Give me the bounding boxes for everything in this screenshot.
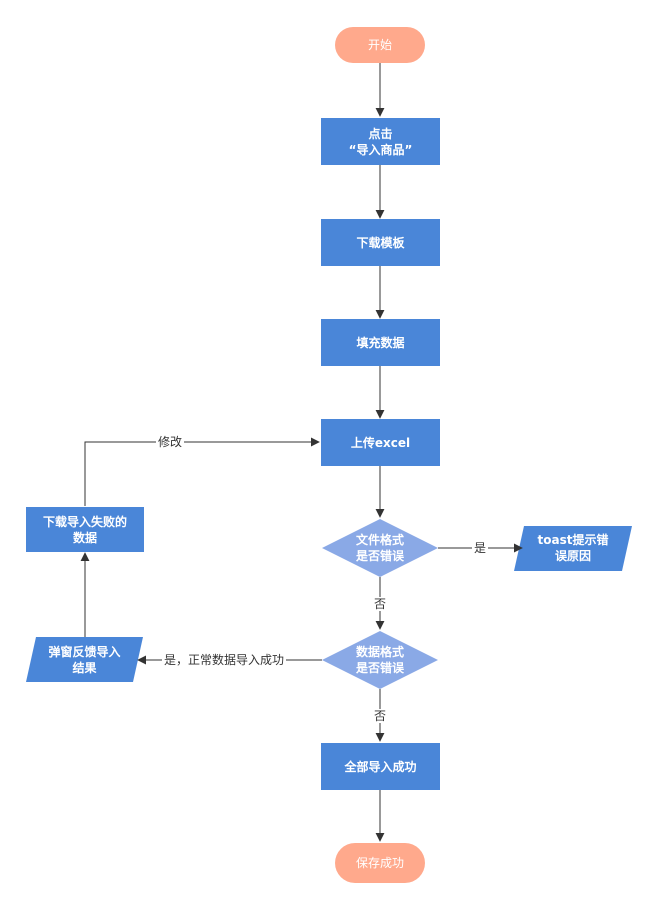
toast-error-shape xyxy=(514,526,632,571)
popup-feedback-shape xyxy=(26,637,143,682)
file-format-check-node: 文件格式 是否错误 xyxy=(322,530,438,566)
popup-feedback-node: 弹窗反馈导入 结果 xyxy=(26,640,143,680)
fill-data-node: 填充数据 xyxy=(321,319,440,366)
edge-label-yes-file: 是 xyxy=(472,541,489,555)
data-format-decision-shape xyxy=(322,631,438,689)
download-failed-label: 下载导入失败的 数据 xyxy=(42,514,127,545)
upload-excel-node: 上传excel xyxy=(321,419,440,466)
all-success-node: 全部导入成功 xyxy=(321,743,440,790)
save-success-node: 保存成功 xyxy=(335,843,425,883)
fill-data-label: 填充数据 xyxy=(356,335,405,350)
download-template-label: 下载模板 xyxy=(356,235,405,250)
start-node: 开始 xyxy=(335,27,425,63)
file-format-check-label: 文件格式 是否错误 xyxy=(355,533,404,563)
edge-label-yes-data: 是，正常数据导入成功 xyxy=(162,653,287,667)
all-success-label: 全部导入成功 xyxy=(344,759,417,774)
edge-label-no-data: 否 xyxy=(372,709,389,723)
click-import-label: 点击 “导入商品” xyxy=(348,126,413,157)
start-label: 开始 xyxy=(367,38,392,52)
data-format-check-label: 数据格式 是否错误 xyxy=(355,645,404,675)
edge-download-failed-to-upload xyxy=(84,437,320,506)
file-format-decision-shape xyxy=(322,519,438,577)
save-success-label: 保存成功 xyxy=(355,856,404,870)
toast-error-label: toast提示错 误原因 xyxy=(537,533,609,563)
download-failed-node: 下载导入失败的 数据 xyxy=(26,507,144,552)
edge-label-no-file: 否 xyxy=(372,597,389,611)
data-format-check-node: 数据格式 是否错误 xyxy=(322,642,438,678)
edge-label-modify: 修改 xyxy=(156,435,185,449)
download-template-node: 下载模板 xyxy=(321,219,440,266)
popup-feedback-label: 弹窗反馈导入 结果 xyxy=(48,645,121,675)
click-import-node: 点击 “导入商品” xyxy=(321,118,440,165)
upload-excel-label: 上传excel xyxy=(350,435,411,450)
toast-error-node: toast提示错 误原因 xyxy=(514,528,632,568)
